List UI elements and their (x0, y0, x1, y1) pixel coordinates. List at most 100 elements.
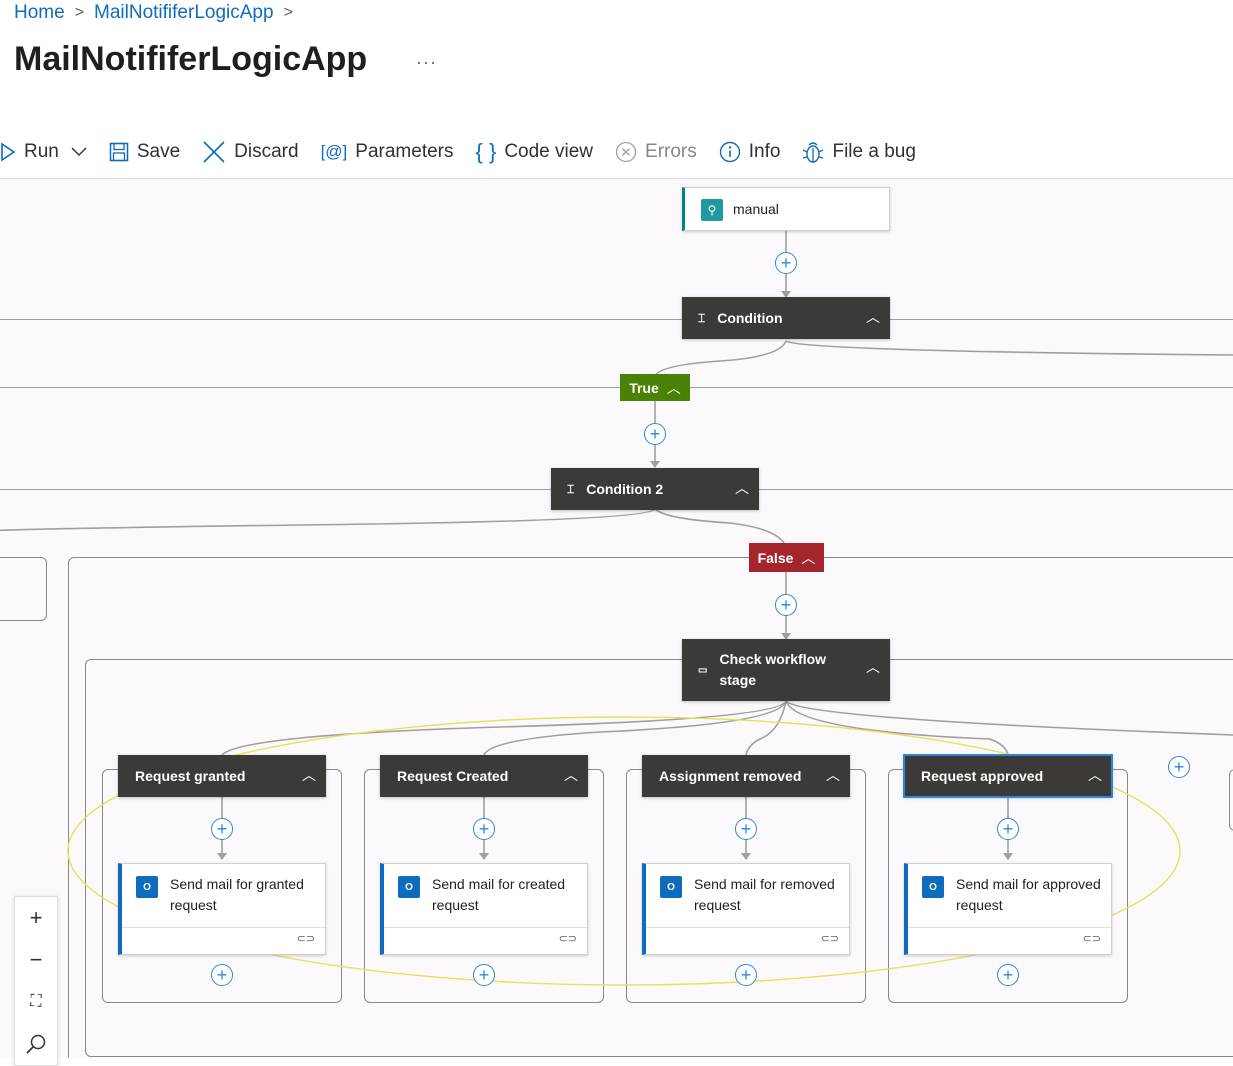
zoom-controls: + − ⛶ (14, 896, 58, 1066)
false-label: False (757, 549, 794, 566)
condition2-header[interactable]: ⌶ Condition 2 ︿ (551, 468, 759, 510)
condition-scope-line (890, 319, 1233, 320)
false-branch-label[interactable]: False ︿ (749, 543, 824, 572)
divider (908, 927, 1111, 928)
close-icon (202, 140, 226, 164)
designer-canvas[interactable]: ⚲ manual + ⌶ Condition ︿ True ︿ + ⌶ Cond… (0, 178, 1233, 1058)
condition-icon: ⌶ (698, 310, 706, 325)
action-label: Send mail for removed request (694, 876, 835, 913)
add-step-button[interactable]: + (473, 964, 495, 986)
case-label: Request granted (135, 768, 246, 784)
chevron-up-icon[interactable]: ︿ (866, 659, 880, 675)
breadcrumb-separator: > (283, 4, 293, 21)
outlook-icon: O (922, 876, 944, 898)
add-step-button[interactable]: + (735, 818, 757, 840)
highlight-ellipse (67, 716, 1181, 986)
divider (384, 927, 587, 928)
action-label: Send mail for approved request (956, 876, 1101, 913)
true-branch-line (690, 387, 1233, 388)
add-step-button[interactable]: + (775, 594, 797, 616)
chevron-up-icon[interactable]: ︿ (1088, 767, 1102, 783)
link-icon: ⊂⊃ (296, 933, 315, 945)
switch-header[interactable]: ▭ Check workflow stage ︿ (682, 639, 890, 701)
search-button[interactable] (15, 1023, 57, 1065)
add-case-button[interactable]: + (1168, 756, 1190, 778)
run-button[interactable]: Run (0, 141, 87, 163)
bug-icon (802, 140, 824, 164)
case-label: Assignment removed (659, 768, 802, 784)
add-step-button[interactable]: + (735, 964, 757, 986)
link-icon: ⊂⊃ (820, 933, 839, 945)
switch-icon: ▭ (698, 664, 708, 676)
action-label: Send mail for created request (432, 876, 566, 913)
true-branch-line (0, 387, 620, 388)
fit-view-button[interactable]: ⛶ (30, 993, 42, 1010)
chevron-up-icon[interactable]: ︿ (735, 480, 749, 496)
breadcrumb-app[interactable]: MailNotififerLogicApp (94, 2, 274, 23)
link-icon: ⊂⊃ (1082, 933, 1101, 945)
discard-button[interactable]: Discard (202, 140, 299, 164)
send-mail-action[interactable]: O Send mail for created request ⊂⊃ (380, 863, 588, 955)
parameters-button[interactable]: [@] Parameters (321, 141, 454, 163)
add-step-button[interactable]: + (644, 423, 666, 445)
condition2-scope-line (0, 489, 551, 490)
info-button[interactable]: Info (719, 141, 781, 163)
play-icon (0, 142, 16, 162)
send-mail-action[interactable]: O Send mail for granted request ⊂⊃ (118, 863, 326, 955)
search-icon (26, 1034, 46, 1054)
chevron-up-icon[interactable]: ︿ (302, 767, 316, 783)
zoom-in-button[interactable]: + (29, 905, 43, 930)
file-bug-button[interactable]: File a bug (802, 140, 916, 164)
chevron-up-icon[interactable]: ︿ (564, 767, 578, 783)
info-icon (719, 141, 741, 163)
chevron-up-icon[interactable]: ︿ (666, 379, 681, 396)
zoom-out-button[interactable]: − (29, 947, 43, 972)
errors-button[interactable]: Errors (615, 141, 697, 163)
case-label: Request Created (397, 768, 509, 784)
request-trigger-icon: ⚲ (701, 199, 723, 221)
outlook-icon: O (660, 876, 682, 898)
breadcrumb-home[interactable]: Home (14, 2, 65, 23)
trigger-label: manual (733, 201, 779, 217)
true-branch-label[interactable]: True ︿ (620, 374, 690, 401)
outlook-icon: O (398, 876, 420, 898)
switch-label: Check workflow stage (719, 651, 827, 688)
outlook-icon: O (136, 876, 158, 898)
case-header[interactable]: Request Created ︿ (380, 755, 588, 797)
case-header-selected[interactable]: Request approved ︿ (903, 754, 1113, 798)
action-label: Send mail for granted request (170, 876, 304, 913)
link-icon: ⊂⊃ (558, 933, 577, 945)
send-mail-action[interactable]: O Send mail for approved request ⊂⊃ (904, 863, 1112, 955)
send-mail-action[interactable]: O Send mail for removed request ⊂⊃ (642, 863, 850, 955)
case-header[interactable]: Assignment removed ︿ (642, 755, 850, 797)
info-label: Info (748, 141, 781, 162)
add-step-button[interactable]: + (997, 964, 1019, 986)
code-view-button[interactable]: { } Code view (476, 139, 594, 165)
condition-scope-line (0, 319, 682, 320)
chevron-up-icon[interactable]: ︿ (801, 549, 816, 566)
condition-header[interactable]: ⌶ Condition ︿ (682, 297, 890, 339)
divider (122, 927, 325, 928)
save-label: Save (136, 141, 181, 162)
case-header[interactable]: Request granted ︿ (118, 755, 326, 797)
chevron-down-icon[interactable] (71, 147, 87, 157)
breadcrumb-separator: > (74, 4, 85, 21)
false-branch-scope (68, 557, 1233, 1058)
parameters-icon: [@] (320, 142, 348, 161)
add-step-button[interactable]: + (211, 964, 233, 986)
add-step-button[interactable]: + (775, 252, 797, 274)
chevron-up-icon[interactable]: ︿ (826, 767, 840, 783)
add-step-button[interactable]: + (211, 818, 233, 840)
add-step-button[interactable]: + (997, 818, 1019, 840)
code-braces-icon: { } (475, 139, 497, 164)
add-step-button[interactable]: + (473, 818, 495, 840)
more-options-button[interactable]: ··· (416, 52, 437, 72)
save-button[interactable]: Save (109, 141, 180, 163)
run-label: Run (24, 141, 59, 162)
condition-icon: ⌶ (567, 481, 575, 496)
error-circle-icon (615, 141, 637, 163)
trigger-card[interactable]: ⚲ manual (682, 187, 890, 231)
chevron-up-icon[interactable]: ︿ (866, 309, 880, 325)
condition2-label: Condition 2 (586, 481, 664, 497)
true-label: True (629, 379, 659, 396)
